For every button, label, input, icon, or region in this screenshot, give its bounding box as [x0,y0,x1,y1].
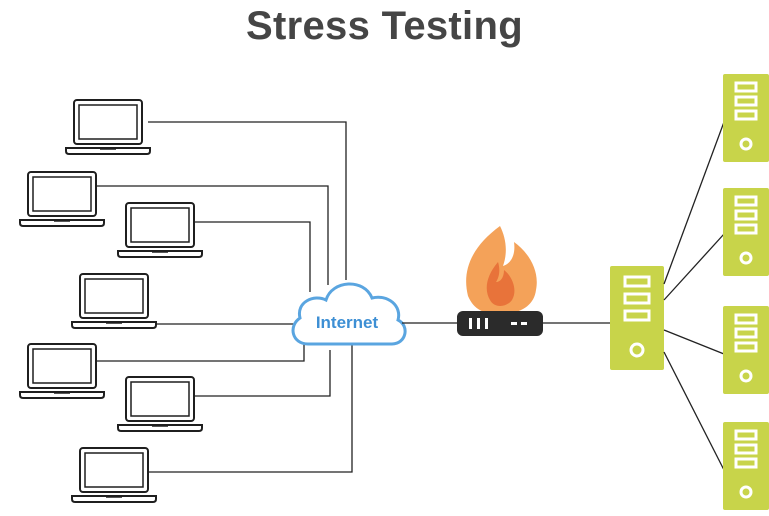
laptop-icon [19,171,105,227]
server-icon [721,420,769,512]
laptop-icon [117,202,203,258]
cloud-icon [291,282,407,346]
server-wires [663,121,725,471]
laptop-icon [117,376,203,432]
flame-icon [466,226,537,314]
wire-server-2 [663,233,725,301]
firewall-icon [457,311,543,336]
wire-laptop-3 [192,221,311,292]
wire-laptop-7 [148,345,353,473]
laptop-icon [19,343,105,399]
server-icon [721,304,769,396]
wire-server-3 [663,329,725,355]
wire-laptop-5 [96,340,305,362]
server-icon [721,186,769,278]
laptop-wires [96,121,353,473]
wire-laptop-1 [148,121,347,280]
diagram-title: Stress Testing [246,4,523,48]
wire-server-1 [663,121,725,285]
laptop-icon [65,99,151,155]
laptop-icon [71,273,157,329]
laptop-icon [71,447,157,503]
server-icon [610,266,664,370]
server-icon [721,72,769,164]
wire-laptop-2 [96,185,329,285]
wire-server-4 [663,351,725,471]
cloud-label: Internet [316,313,379,332]
wire-laptop-6 [192,350,331,397]
